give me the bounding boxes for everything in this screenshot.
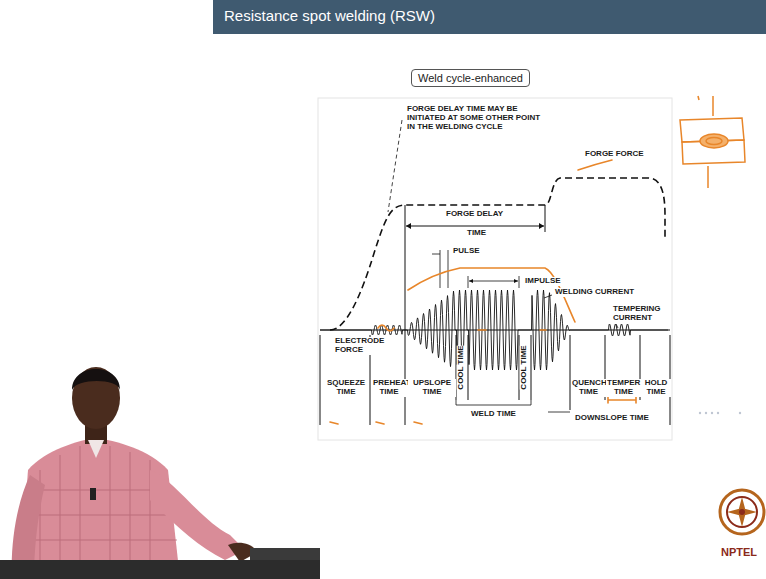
bracket-line (456, 400, 457, 405)
marker-line (468, 276, 469, 288)
diagram-label: COOL TIME (520, 345, 529, 389)
divider-line (545, 205, 546, 232)
marker-line (432, 254, 440, 255)
section-box: Weld cycle-enhanced (411, 69, 530, 87)
slide-title: Resistance spot welding (RSW) (224, 8, 435, 25)
diagram-label: DOWNSLOPE TIME (574, 414, 650, 423)
arrowhead (469, 279, 518, 283)
diagram-label: HOLD TIME (641, 379, 671, 397)
diagram-label: PULSE (452, 247, 481, 256)
diagram-label: TEMPER TIME (606, 379, 641, 397)
diagram-label: WELDING CURRENT (554, 288, 635, 297)
marker-line (448, 250, 449, 288)
bracket-line (548, 412, 570, 413)
leader-line (388, 120, 402, 212)
nptel-logo (720, 490, 764, 534)
marker-line (440, 250, 441, 288)
logo-text: NPTEL (720, 546, 758, 558)
diagram-label: QUENCH TIME (571, 379, 606, 397)
header-bar (213, 0, 766, 34)
diagram-label: FORGE FORCE (584, 150, 645, 159)
leader-line (544, 295, 552, 298)
bracket-line (531, 400, 532, 405)
leader-line (616, 324, 618, 328)
diagram-label: IMPULSE (524, 277, 562, 286)
diagram-label: COOL TIME (457, 345, 466, 389)
dimension-line (406, 226, 544, 227)
nav-dots (699, 412, 741, 414)
diagram-frame (318, 98, 672, 440)
diagram-label: FORGE DELAY TIME MAY BE INITIATED AT SOM… (406, 105, 542, 132)
marker-line (519, 276, 520, 288)
hand-annotation (330, 160, 636, 424)
diagram-label: TEMPERING CURRENT (612, 305, 670, 323)
diagram-label: FORGE DELAY (445, 210, 504, 219)
diagram-label: UPSLOPE TIME (408, 379, 456, 397)
diagram-label: ELECTRODE FORCE (334, 337, 380, 355)
dimension-line (469, 281, 518, 282)
segment-dividers (320, 335, 670, 425)
current-waveform (320, 290, 668, 370)
box-text: Weld cycle-enhanced (418, 72, 523, 84)
diagram-label: PREHEAT TIME (372, 379, 406, 397)
bracket-line (456, 405, 531, 406)
diagram-label: SQUEEZE TIME (323, 379, 369, 397)
presenter-figure (0, 367, 320, 579)
electrode-sketch (680, 96, 745, 188)
diagram-label: WELD TIME (470, 410, 517, 419)
diagram-label: TIME (466, 229, 487, 238)
